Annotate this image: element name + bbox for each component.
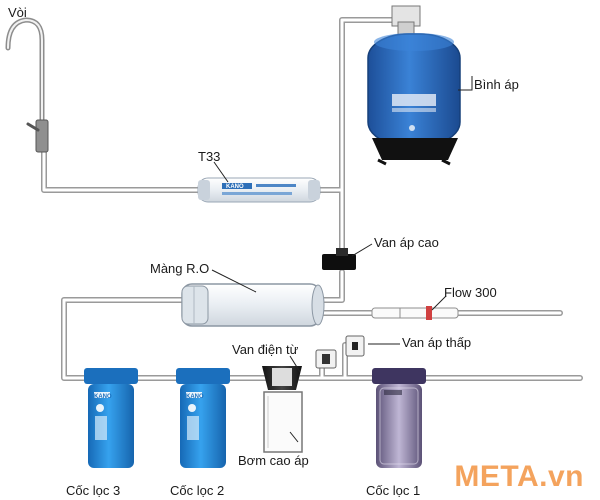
label-filter-cup-1: Cốc lọc 1 xyxy=(366,483,421,498)
high-pressure-valve xyxy=(322,248,356,270)
filter-cup-3 xyxy=(84,368,138,468)
label-pressure-tank: Bình áp xyxy=(474,77,519,92)
label-high-pressure-valve: Van áp cao xyxy=(374,235,439,250)
label-flow-300: Flow 300 xyxy=(444,285,497,300)
t33-filter xyxy=(197,177,321,203)
flow-restrictor xyxy=(371,306,459,320)
label-filter-cup-2: Cốc lọc 2 xyxy=(170,483,225,498)
label-low-pressure-valve: Van áp thấp xyxy=(402,335,472,350)
label-booster-pump: Bơm cao áp xyxy=(238,453,309,468)
label-ro-membrane: Màng R.O xyxy=(150,261,210,276)
faucet xyxy=(5,17,49,153)
filter-cup-1 xyxy=(372,368,426,468)
filter-cup-2 xyxy=(176,368,230,468)
label-faucet: Vòi xyxy=(8,5,27,20)
booster-pump xyxy=(262,366,303,453)
solenoid-valve xyxy=(315,349,337,369)
ro-membrane xyxy=(181,283,325,327)
label-t33: T33 xyxy=(198,149,221,164)
brand-tag-cup3: KANO xyxy=(94,394,112,400)
brand-tag-cup2: KANO xyxy=(186,394,204,400)
pressure-tank xyxy=(367,5,461,166)
leader-lines xyxy=(211,76,473,443)
label-filter-cup-3: Cốc lọc 3 xyxy=(66,483,121,498)
low-pressure-valve xyxy=(345,335,365,357)
watermark-logo: META.vn xyxy=(454,460,584,493)
brand-tag-t33: KANO xyxy=(226,184,244,190)
label-solenoid-valve: Van điện từ xyxy=(232,342,299,357)
